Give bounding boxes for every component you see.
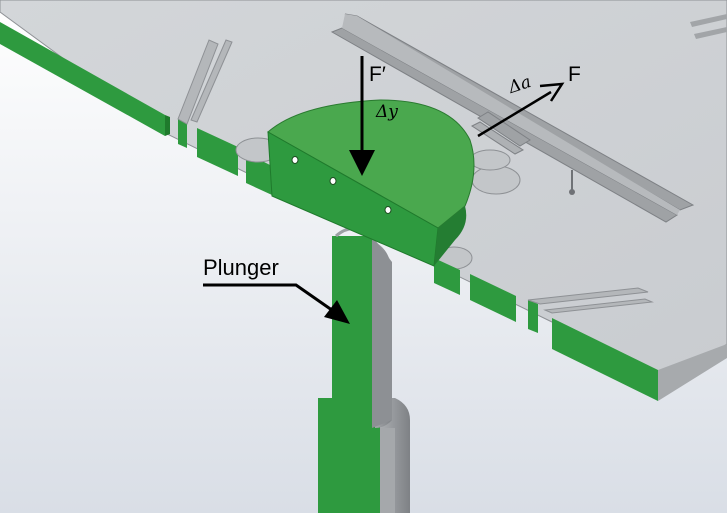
force-f-prime-label: F′ [369,63,386,86]
arrow-f-prime [349,56,375,176]
arrow-plunger [203,283,350,324]
arrow-f [477,82,565,138]
plunger [318,227,410,513]
delta-y-label: Δy [376,102,398,122]
plate-edge-mid-left [197,128,238,176]
hub [267,99,475,267]
plate-edge-slot [178,119,187,148]
plunger-label: Plunger [203,255,279,280]
plate-edge-right [552,318,658,401]
plate-edge-left [0,22,165,136]
force-f-label: F [568,63,581,86]
plate-edge-mid-right [434,258,460,295]
